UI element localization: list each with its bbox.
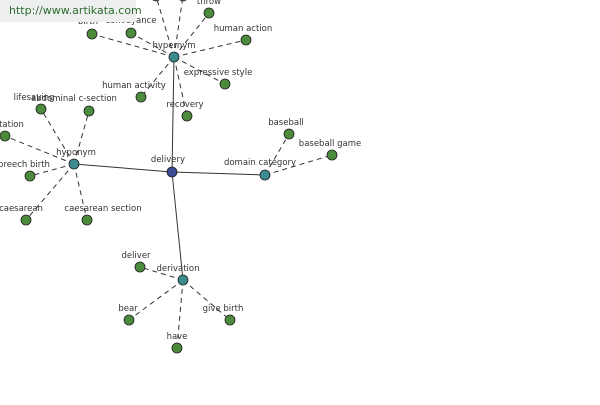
label-birth[interactable]: birth	[78, 17, 98, 27]
edges-layer	[4, 0, 333, 349]
node-leaf-top-b[interactable]	[178, 0, 188, 2]
node-presentation[interactable]	[0, 130, 11, 142]
node-human-activity[interactable]	[135, 91, 147, 103]
label-baseball[interactable]: baseball	[268, 118, 304, 128]
node-recovery[interactable]	[181, 110, 193, 122]
node-throw[interactable]	[203, 7, 215, 19]
label-deliver[interactable]: deliver	[121, 251, 151, 261]
label-have[interactable]: have	[167, 332, 188, 342]
label-baseball-game[interactable]: baseball game	[299, 139, 361, 149]
label-derivation[interactable]: derivation	[156, 264, 199, 274]
label-caesarean[interactable]: caesarean	[0, 204, 43, 214]
label-hyponym[interactable]: hyponym	[56, 148, 96, 158]
edge-hyponym-to-presentation	[4, 135, 75, 165]
node-have[interactable]	[171, 342, 183, 354]
label-domain-category[interactable]: domain category	[224, 158, 296, 168]
label-lifesaving[interactable]: lifesaving	[14, 93, 55, 103]
node-lifesaving[interactable]	[35, 103, 47, 115]
label-recovery[interactable]: recovery	[166, 100, 203, 110]
edge-hypernym-to-human-action	[173, 39, 247, 58]
edge-delivery-to-hyponym	[73, 163, 173, 173]
node-breech-birth[interactable]	[24, 170, 36, 182]
label-human-activity[interactable]: human activity	[102, 81, 166, 91]
nodes-layer	[0, 0, 338, 354]
edge-domain-category-to-baseball	[264, 133, 290, 176]
node-expressive-style[interactable]	[219, 78, 231, 90]
node-hyponym[interactable]	[68, 158, 80, 170]
edge-hyponym-to-lifesaving	[40, 108, 75, 165]
labels-layer: delivery hypernym hyponym domain category de…	[0, 0, 361, 342]
label-bear[interactable]: bear	[118, 304, 138, 314]
edge-delivery-to-derivation	[171, 171, 184, 281]
node-birth[interactable]	[86, 28, 98, 40]
edge-derivation-to-have	[176, 279, 184, 349]
label-presentation[interactable]: presentation	[0, 120, 24, 130]
site-url-banner[interactable]: http://www.artikata.com	[0, 0, 142, 22]
node-caesarean-section[interactable]	[81, 214, 93, 226]
edge-hyponym-to-caesarean	[25, 163, 75, 221]
label-delivery[interactable]: delivery	[151, 155, 185, 165]
edge-hypernym-to-human-activity	[140, 56, 175, 98]
label-throw[interactable]: throw	[197, 0, 221, 7]
edge-hyponym-to-breech-birth	[29, 163, 75, 177]
node-baseball-game[interactable]	[326, 149, 338, 161]
edge-hyponym-to-abdominal-c-section	[73, 110, 90, 165]
label-hypernym[interactable]: hypernym	[152, 41, 195, 51]
edge-derivation-to-deliver	[139, 266, 184, 281]
edge-derivation-to-bear	[128, 279, 184, 321]
label-abdominal-c-section[interactable]: abdominal c-section	[31, 94, 117, 104]
edge-hyponym-to-caesarean-section	[73, 163, 88, 221]
node-deliver[interactable]	[134, 261, 146, 273]
node-conveyance[interactable]	[125, 27, 137, 39]
node-domain-category[interactable]	[259, 169, 271, 181]
edge-delivery-to-domain-category	[171, 171, 266, 176]
edge-derivation-to-give-birth	[182, 279, 231, 321]
edge-domain-category-to-baseball-game	[264, 154, 333, 176]
label-breech-birth[interactable]: breech birth	[0, 160, 50, 170]
node-abdominal-c-section[interactable]	[83, 105, 95, 117]
node-delivery[interactable]	[166, 166, 178, 178]
edge-hypernym-to-leaf-top-b	[173, 0, 183, 58]
node-baseball[interactable]	[283, 128, 295, 140]
node-hypernym[interactable]	[168, 51, 180, 63]
node-derivation[interactable]	[177, 274, 189, 286]
edge-hypernym-to-expressive-style	[173, 56, 226, 85]
node-caesarean[interactable]	[20, 214, 32, 226]
node-human-action[interactable]	[240, 34, 252, 46]
edge-hypernym-to-recovery	[173, 56, 188, 117]
label-give-birth[interactable]: give birth	[203, 304, 244, 314]
edge-hypernym-to-leaf-top-a	[156, 0, 175, 58]
label-human-action[interactable]: human action	[214, 24, 273, 34]
label-caesarean-section[interactable]: caesarean section	[64, 204, 141, 214]
node-bear[interactable]	[123, 314, 135, 326]
label-expressive-style[interactable]: expressive style	[184, 68, 253, 78]
edge-hypernym-to-throw	[173, 12, 210, 58]
node-leaf-top-a[interactable]	[151, 0, 161, 2]
node-give-birth[interactable]	[224, 314, 236, 326]
edge-delivery-to-hypernym	[171, 56, 175, 173]
